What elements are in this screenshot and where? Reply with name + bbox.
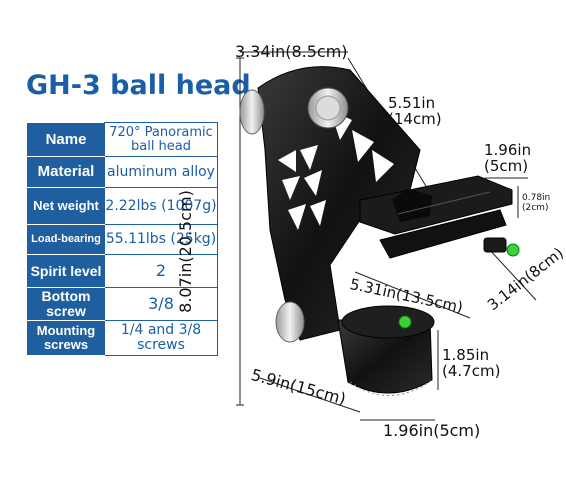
spec-table: Name 720° Panoramic ball head Material a… xyxy=(27,122,218,356)
spec-label: Mounting screws xyxy=(27,320,105,356)
table-row: Material aluminum alloy xyxy=(27,156,218,188)
dim-arm-length: 5.51in (14cm) xyxy=(388,94,442,128)
dim-clamp-thickness: 0.78in (2cm) xyxy=(522,193,551,213)
dim-top-width: 3.34in(8.5cm) xyxy=(235,42,348,61)
table-row: Bottom screw 3/8 xyxy=(27,287,218,321)
dim-height: 8.07in(20.5cm) xyxy=(175,190,195,313)
dimension-lines xyxy=(236,51,537,421)
spec-value: 2.22lbs (1007g) xyxy=(104,187,218,225)
spec-label: Spirit level xyxy=(27,254,105,288)
spec-value: 720° Panoramic ball head xyxy=(104,122,218,157)
table-row: Spirit level 2 xyxy=(27,254,218,288)
spec-label: Net weight xyxy=(27,187,105,225)
dim-base-height: 1.85in (4.7cm) xyxy=(442,346,501,380)
spec-value: 3/8 xyxy=(104,287,218,321)
spec-label: Load-bearing xyxy=(27,224,105,255)
table-row: Name 720° Panoramic ball head xyxy=(27,122,218,157)
top-knob xyxy=(239,87,349,135)
spirit-level-icon xyxy=(398,315,412,329)
spec-value: aluminum alloy xyxy=(104,156,218,188)
spec-label: Material xyxy=(27,156,105,188)
spec-value: 1/4 and 3/8 screws xyxy=(104,320,218,356)
dim-clamp-width: 1.96in (5cm) xyxy=(484,141,532,175)
spec-value: 2 xyxy=(104,254,218,288)
spec-label: Name xyxy=(27,122,105,157)
arm-cutouts xyxy=(278,110,394,230)
quick-release-plate xyxy=(359,175,513,259)
dim-base-diameter: 1.96in(5cm) xyxy=(383,421,481,440)
panoramic-base xyxy=(275,301,435,396)
table-row: Mounting screws 1/4 and 3/8 screws xyxy=(27,320,218,356)
page-title: GH-3 ball head xyxy=(26,70,251,101)
table-row: Net weight 2.22lbs (1007g) xyxy=(27,187,218,225)
clamp-knob xyxy=(483,237,520,257)
spirit-level-icon xyxy=(506,243,520,257)
spec-label: Bottom screw xyxy=(27,287,105,321)
